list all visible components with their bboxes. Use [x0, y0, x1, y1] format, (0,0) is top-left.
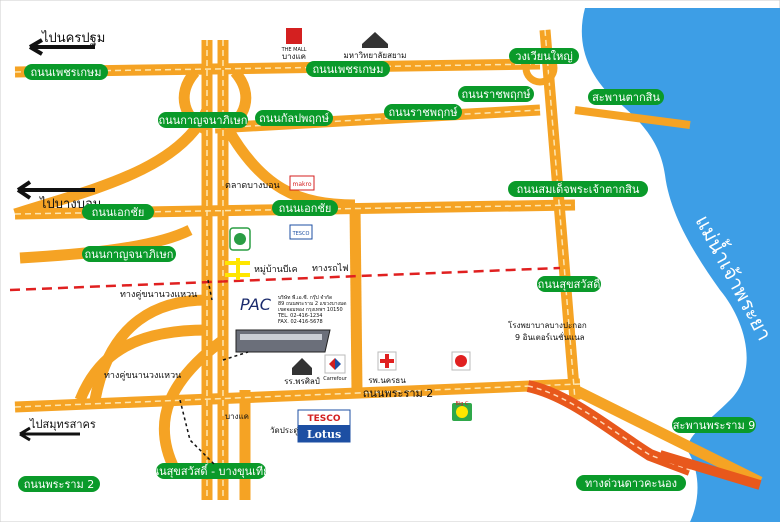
place-school: รร.พรศิลป์	[284, 376, 320, 386]
tesco-small-icon	[289, 224, 313, 240]
chao-phraya-river	[581, 8, 780, 522]
place-outer-ring-top: ทางคู่ขนานวงแหวน	[120, 290, 197, 300]
company-building-icon	[235, 329, 331, 353]
place-temple: วัดประดู่	[270, 426, 299, 436]
svg-text:TESCO: TESCO	[292, 231, 310, 237]
route-dashes	[222, 351, 249, 361]
svg-text:Big C: Big C	[455, 401, 469, 407]
place-bang-khae-bottom: บางแค	[225, 412, 249, 421]
clinic-icon	[451, 351, 471, 371]
hospital-note: 9 อินเตอร์เนชั่นแนล	[515, 331, 585, 342]
road-bang-bon-branch	[349, 204, 363, 393]
hospital-note: โรงพยาบาลบางปะกอก	[508, 320, 587, 330]
svg-text:89 ถนนพระราม 2 แขวงบางมด: 89 ถนนพระราม 2 แขวงบางมด	[278, 301, 347, 307]
place-outer-ring-bottom: ทางคู่ขนานวงแหวน	[104, 371, 181, 381]
arrow-left-icon	[28, 38, 95, 56]
road-label: ถนนกัลปพฤกษ์	[259, 112, 329, 125]
arrow-left-icon	[19, 426, 80, 442]
road-label: ถนนเอกชัย	[279, 202, 332, 215]
ptt-station-icon	[229, 227, 251, 251]
arrow-left-icon	[16, 180, 95, 200]
road-label: สะพานพระราม 9	[673, 419, 755, 432]
place-bang-khae: บางแค	[282, 52, 306, 61]
taksin-bridge	[574, 106, 691, 129]
svg-text:บริษัท พี.เอ.ซี. กรุ๊ป จำกัด: บริษัท พี.เอ.ซี. กรุ๊ป จำกัด	[278, 294, 332, 301]
company-logo: PAC	[240, 295, 272, 314]
road-label: ถนนราชพฤกษ์	[388, 106, 457, 119]
place-railway: ทางรถไฟ	[312, 263, 349, 274]
route-dashes	[179, 399, 216, 466]
road-label: ถนนกาญจนาภิเษก	[85, 248, 174, 261]
place-village: หมู่บ้านบีเค	[254, 264, 298, 275]
the-mall-icon: THE MALL	[281, 28, 307, 53]
road-label: ถนนสุขสวัสดิ์	[538, 276, 602, 291]
road-label: ถนนเพชรเกษม	[312, 63, 383, 76]
company-block: PAC บริษัท พี.เอ.ซี. กรุ๊ป จำกัด 89 ถนนพ…	[235, 294, 347, 353]
road-label: ถนนเอกชัย	[92, 206, 145, 219]
road-label: ถนนพระราม 2	[363, 387, 434, 400]
carrefour-icon	[324, 354, 346, 374]
road-label: สะพานตากสิน	[592, 91, 660, 104]
svg-text:TEL. 02-416-1234: TEL. 02-416-1234	[277, 313, 322, 319]
hospital-icon	[377, 351, 397, 371]
road-label: ถนนเพชรเกษม	[30, 66, 101, 79]
tesco-lotus-icon	[297, 409, 351, 443]
place-hospital: รพ.นครธน	[368, 376, 406, 385]
road-rama9-approach	[572, 385, 763, 487]
big-c-icon	[452, 403, 472, 421]
railway-line	[9, 266, 561, 292]
direction-samut-sakhon: ไปสมุทรสาคร	[29, 418, 96, 431]
university-icon	[362, 32, 388, 48]
road-label-group: ถนนเพชรเกษม ถนนเพชรเกษม วงเวียนใหญ่ ถนนร…	[18, 48, 756, 492]
svg-text:FAX. 02-416-5678: FAX. 02-416-5678	[278, 319, 323, 325]
village-road	[225, 258, 250, 280]
rama9-bridge	[658, 450, 762, 490]
road-curve-4	[74, 324, 208, 403]
school-icon	[292, 358, 312, 375]
direction-nakhon-pathom: ไปนครปฐม	[41, 30, 105, 46]
svg-text:makro: makro	[292, 181, 311, 188]
road-label: ถนนสมเด็จพระเจ้าตากสิน	[517, 182, 640, 196]
road-label: ถนนสุขสวัสดิ์ - บางขุนเทียน	[145, 463, 278, 478]
svg-text:Lotus: Lotus	[307, 428, 341, 441]
svg-text:TESCO: TESCO	[307, 414, 340, 424]
svg-text:THE MALL: THE MALL	[281, 47, 307, 53]
svg-text:เขตจอมทอง กรุงเทพฯ 10150: เขตจอมทอง กรุงเทพฯ 10150	[278, 307, 343, 313]
direction-arrows	[16, 38, 95, 442]
road-label: ทางด่วนดาวคะนอง	[585, 477, 677, 490]
road-label: ถนนพระราม 2	[24, 478, 95, 491]
makro-icon	[289, 175, 315, 191]
place-bang-bon-market: ตลาดบางบอน	[225, 181, 280, 191]
svg-text:Carrefour: Carrefour	[323, 376, 348, 382]
place-university: มหาวิทยาลัยสยาม	[344, 51, 407, 60]
road-curve-1	[13, 107, 213, 220]
road-label: วงเวียนใหญ่	[515, 50, 572, 63]
road-label: ถนนราชพฤกษ์	[461, 88, 530, 101]
road-curve-6	[89, 294, 208, 402]
road-label: ถนนกาญจนาภิเษก	[159, 114, 248, 127]
